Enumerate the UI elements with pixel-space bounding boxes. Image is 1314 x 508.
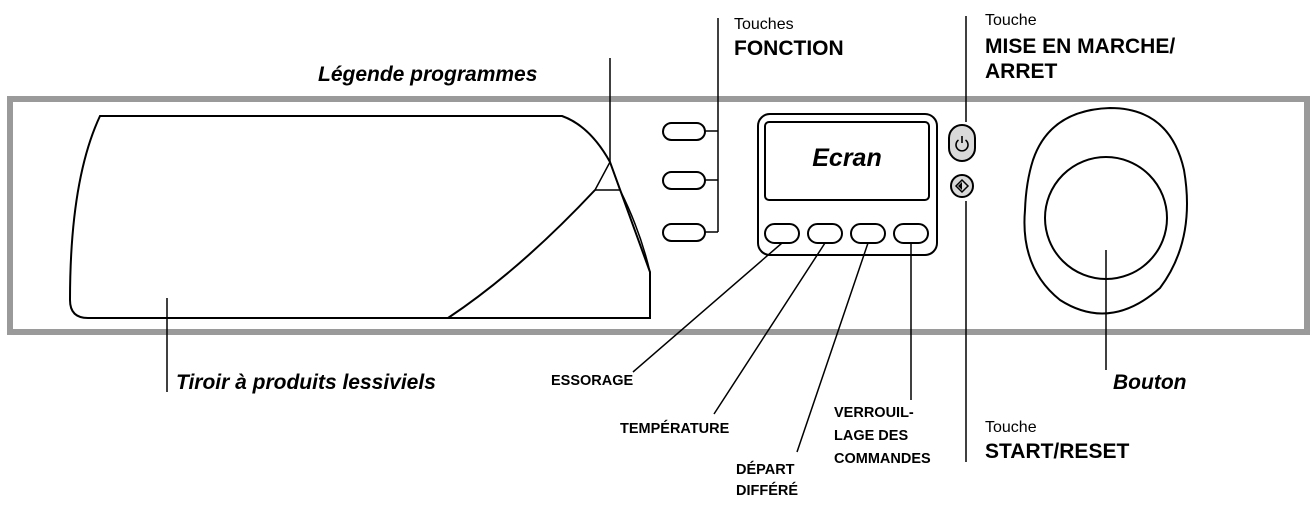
detergent-drawer-label: Tiroir à produits lessiviels (176, 371, 436, 394)
programme-legend-triangle (593, 160, 622, 191)
drawer-front-curve (447, 189, 596, 319)
function-keys-caption: Touches (734, 16, 794, 33)
power-key-label-line1: MISE EN MARCHE/ (985, 35, 1176, 58)
control-panel-frame (7, 96, 1310, 335)
temperature-label: TEMPÉRATURE (620, 421, 730, 437)
temperature-leader (713, 242, 826, 415)
function-button-2[interactable] (662, 171, 706, 190)
start-key-caption: Touche (985, 419, 1037, 436)
spin-button[interactable] (764, 223, 800, 244)
programme-legend-label: Légende programmes (318, 63, 538, 86)
spin-label: ESSORAGE (551, 373, 634, 389)
function-keys-label: FONCTION (734, 37, 844, 60)
detergent-drawer (68, 115, 651, 320)
start-diamond-icon (954, 178, 970, 194)
child-lock-label-line3: COMMANDES (834, 451, 931, 467)
function-button-3[interactable] (662, 223, 706, 242)
power-icon (955, 136, 969, 152)
dial-label: Bouton (1113, 371, 1187, 394)
start-key-label: START/RESET (985, 440, 1130, 463)
spin-leader (632, 242, 783, 373)
delayed-start-leader (796, 242, 869, 453)
child-lock-label-line2: LAGE DES (834, 428, 909, 444)
power-key-label-line2: ARRET (985, 60, 1058, 83)
function-button-1[interactable] (662, 122, 706, 141)
child-lock-label-line1: VERROUIL- (834, 405, 914, 421)
display-screen-label: Ecran (812, 144, 882, 172)
delayed-start-label-line1: DÉPART (736, 462, 795, 478)
child-lock-button[interactable] (893, 223, 929, 244)
delayed-start-button[interactable] (850, 223, 886, 244)
temperature-button[interactable] (807, 223, 843, 244)
delayed-start-label-line2: DIFFÉRÉ (736, 483, 799, 499)
power-key-caption: Touche (985, 12, 1037, 29)
drawer-side-curve (619, 189, 651, 273)
display-screen (764, 121, 930, 201)
